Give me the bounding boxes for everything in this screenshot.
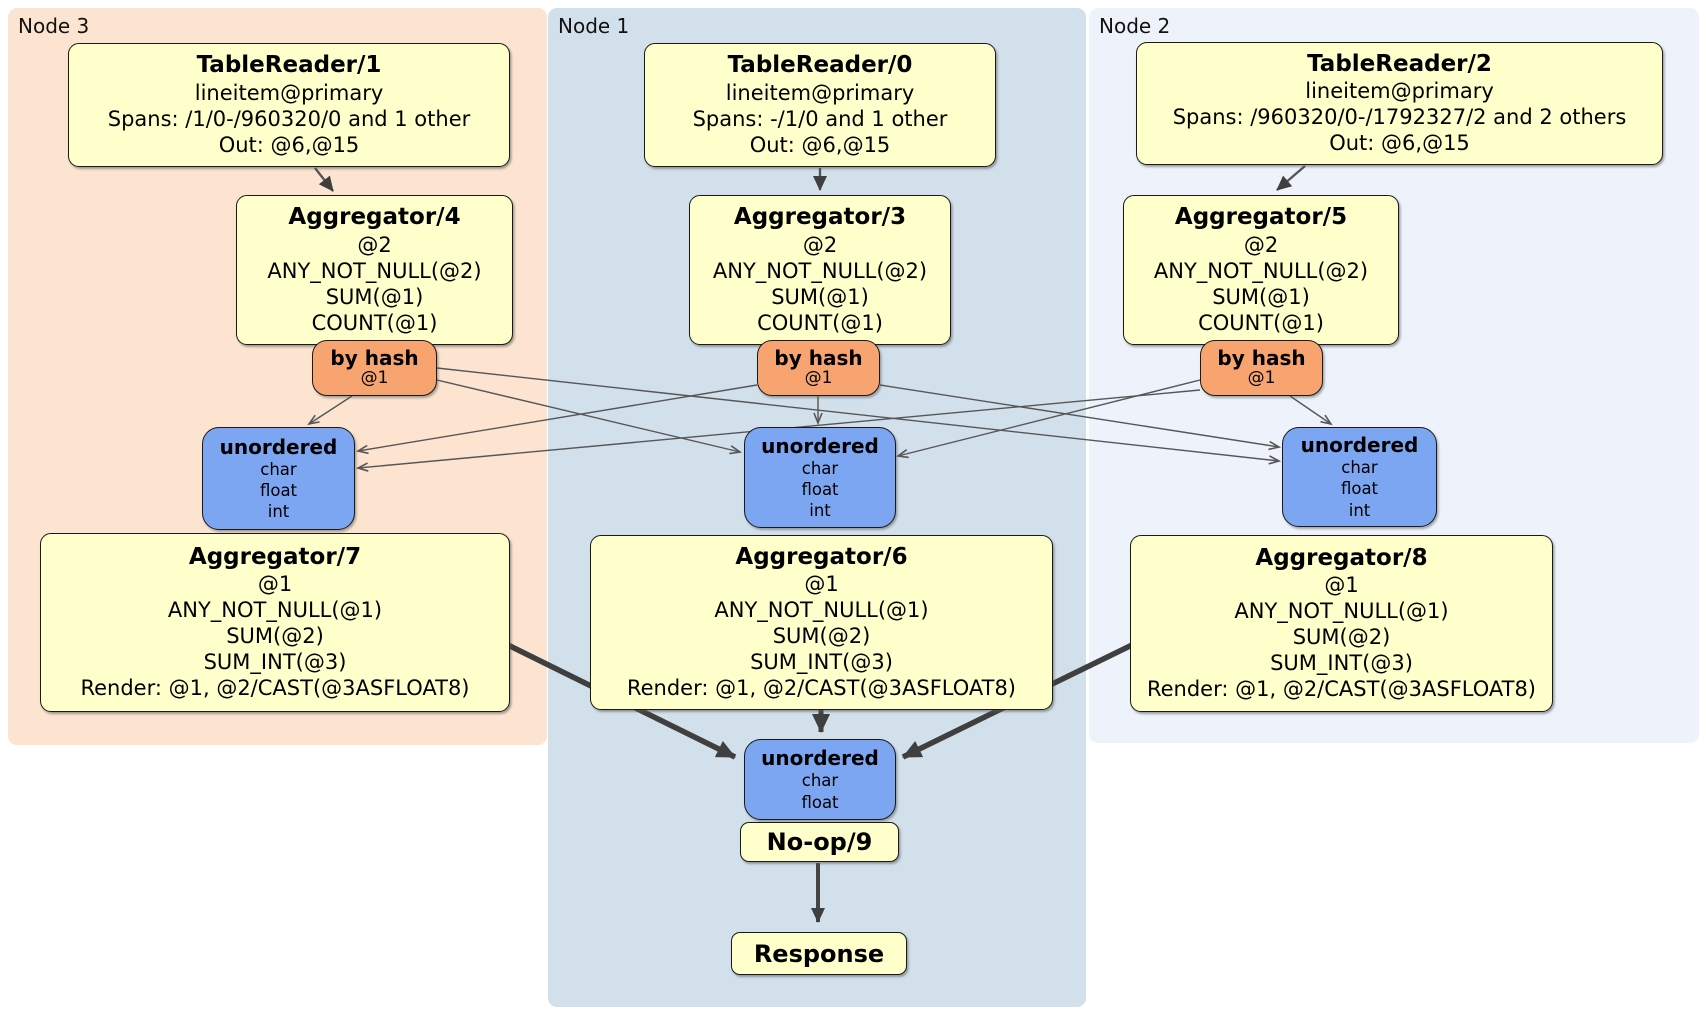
processor-detail: COUNT(@1)	[1198, 310, 1324, 335]
processor-tablereader-2: TableReader/2 lineitem@primary Spans: /9…	[1136, 42, 1663, 165]
processor-detail: SUM_INT(@3)	[750, 650, 893, 675]
router-detail: @1	[360, 368, 389, 389]
router-detail: @1	[1247, 368, 1276, 389]
processor-aggregator-4: Aggregator/4 @2 ANY_NOT_NULL(@2) SUM(@1)…	[236, 195, 513, 345]
processor-title: TableReader/1	[196, 52, 382, 79]
processor-title: Aggregator/8	[1255, 544, 1428, 571]
processor-aggregator-6: Aggregator/6 @1 ANY_NOT_NULL(@1) SUM(@2)…	[590, 535, 1053, 710]
sync-stream-type: int	[267, 502, 290, 522]
processor-title: Aggregator/5	[1174, 204, 1348, 231]
processor-detail: Out: @6,@15	[749, 132, 891, 157]
response-box: Response	[731, 932, 907, 975]
processor-detail: SUM(@2)	[226, 624, 324, 649]
processor-tablereader-0: TableReader/0 lineitem@primary Spans: -/…	[644, 43, 996, 167]
sync-stream-type: char	[1341, 458, 1378, 478]
processor-detail: Render: @1, @2/CAST(@3ASFLOAT8)	[80, 676, 470, 701]
sync-stream-type: int	[809, 501, 831, 521]
processor-detail: lineitem@primary	[725, 80, 915, 105]
router-by-hash-node2: by hash @1	[1200, 340, 1323, 396]
processor-detail: lineitem@primary	[1305, 79, 1494, 104]
processor-detail: SUM_INT(@3)	[203, 650, 347, 675]
processor-detail: Render: @1, @2/CAST(@3ASFLOAT8)	[1146, 677, 1537, 702]
processor-detail: @1	[1324, 573, 1359, 598]
processor-title: TableReader/0	[727, 52, 913, 79]
sync-unordered-node2: unordered char float int	[1282, 427, 1437, 527]
processor-detail: Out: @6,@15	[218, 132, 360, 157]
processor-aggregator-8: Aggregator/8 @1 ANY_NOT_NULL(@1) SUM(@2)…	[1130, 535, 1553, 712]
sync-stream-type: float	[259, 480, 298, 500]
region-node2-label: Node 2	[1099, 14, 1171, 38]
processor-detail: SUM(@1)	[325, 284, 424, 309]
processor-detail: COUNT(@1)	[757, 310, 883, 335]
processor-detail: Out: @6,@15	[1329, 131, 1470, 156]
sync-stream-type: char	[801, 771, 839, 791]
sync-stream-type: float	[1340, 479, 1379, 499]
processor-aggregator-7: Aggregator/7 @1 ANY_NOT_NULL(@1) SUM(@2)…	[40, 533, 510, 712]
processor-title: Aggregator/7	[188, 543, 362, 570]
processor-detail: Render: @1, @2/CAST(@3ASFLOAT8)	[626, 676, 1017, 701]
router-title: by hash	[330, 346, 419, 371]
sync-unordered-node3: unordered char float int	[202, 427, 355, 530]
processor-aggregator-5: Aggregator/5 @2 ANY_NOT_NULL(@2) SUM(@1)…	[1123, 195, 1399, 345]
processor-detail: Spans: -/1/0 and 1 other	[692, 106, 948, 131]
processor-detail: @2	[357, 232, 392, 257]
processor-detail: COUNT(@1)	[311, 310, 438, 335]
sync-stream-type: char	[801, 458, 839, 478]
router-detail: @1	[804, 368, 833, 389]
processor-detail: @2	[1243, 232, 1279, 257]
processor-title: Aggregator/3	[733, 204, 907, 231]
router-title: by hash	[774, 346, 863, 371]
sync-unordered-final: unordered char float	[744, 739, 896, 820]
processor-detail: @1	[804, 572, 839, 597]
sync-title: unordered	[761, 746, 879, 771]
processor-detail: ANY_NOT_NULL(@2)	[267, 258, 482, 283]
processor-detail: SUM(@2)	[1292, 625, 1391, 650]
sync-title: unordered	[1300, 433, 1419, 458]
processor-title: Aggregator/4	[288, 204, 461, 231]
sync-title: unordered	[761, 433, 879, 458]
processor-detail: @2	[802, 232, 838, 257]
processor-detail: ANY_NOT_NULL(@1)	[714, 598, 929, 623]
router-by-hash-node3: by hash @1	[312, 340, 437, 396]
sync-stream-type: int	[1348, 500, 1371, 520]
processor-detail: lineitem@primary	[194, 80, 384, 105]
processor-noop-9: No-op/9	[740, 822, 899, 862]
processor-detail: Spans: /1/0-/960320/0 and 1 other	[107, 106, 471, 131]
sync-stream-type: float	[801, 479, 839, 499]
sync-title: unordered	[219, 434, 338, 459]
router-by-hash-node1: by hash @1	[757, 340, 880, 396]
processor-title: No-op/9	[766, 828, 873, 856]
processor-title: TableReader/2	[1307, 50, 1492, 77]
region-node1-label: Node 1	[558, 14, 630, 38]
response-title: Response	[753, 939, 885, 968]
processor-detail: SUM(@1)	[771, 284, 869, 309]
sync-unordered-node1: unordered char float int	[744, 427, 896, 528]
processor-tablereader-1: TableReader/1 lineitem@primary Spans: /1…	[68, 43, 510, 167]
processor-detail: ANY_NOT_NULL(@1)	[1234, 599, 1449, 624]
processor-detail: SUM(@2)	[772, 624, 871, 649]
region-node3-label: Node 3	[18, 14, 90, 38]
processor-detail: ANY_NOT_NULL(@2)	[1153, 258, 1369, 283]
processor-detail: SUM_INT(@3)	[1270, 651, 1413, 676]
processor-detail: ANY_NOT_NULL(@2)	[712, 258, 928, 283]
processor-detail: Spans: /960320/0-/1792327/2 and 2 others	[1172, 105, 1627, 130]
processor-detail: ANY_NOT_NULL(@1)	[167, 598, 383, 623]
sync-stream-type: float	[801, 792, 839, 812]
processor-title: Aggregator/6	[735, 543, 908, 570]
processor-detail: @1	[257, 572, 293, 597]
processor-aggregator-3: Aggregator/3 @2 ANY_NOT_NULL(@2) SUM(@1)…	[689, 195, 951, 345]
router-title: by hash	[1217, 346, 1306, 371]
processor-detail: SUM(@1)	[1212, 284, 1310, 309]
sync-stream-type: char	[260, 459, 297, 479]
